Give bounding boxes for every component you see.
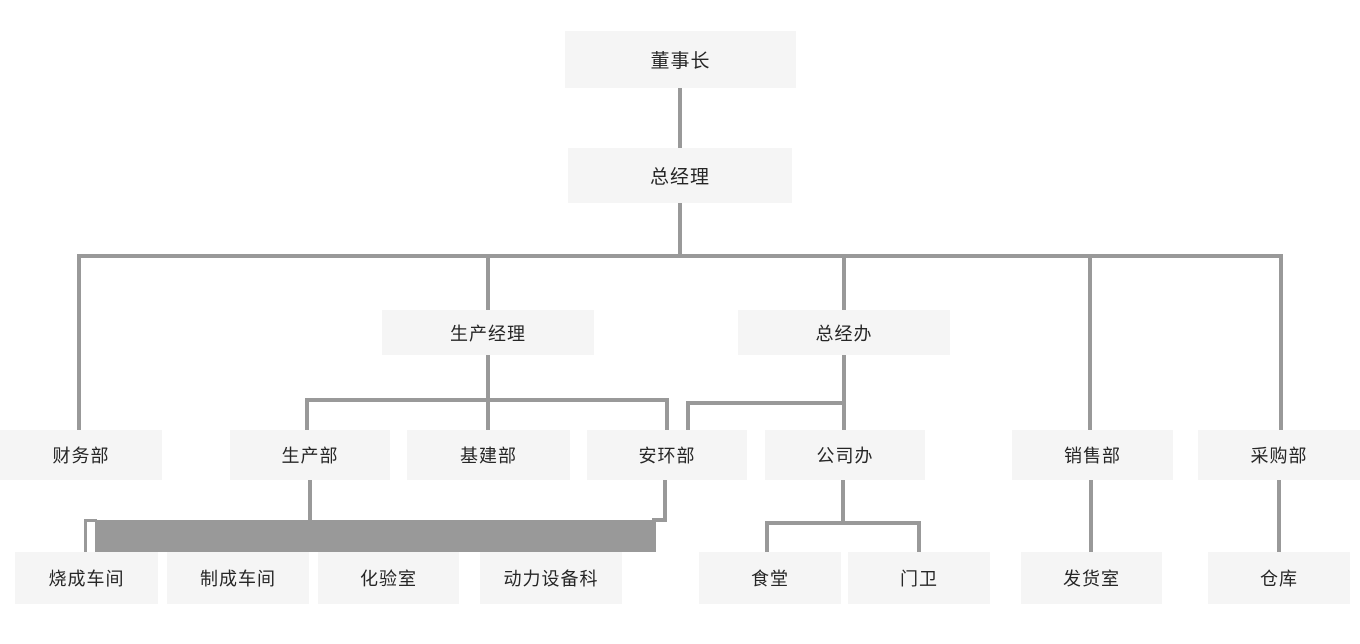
- org-node-chairman: 董事长: [565, 31, 796, 88]
- connector-sales-shipping: [1089, 480, 1093, 553]
- connector-trunk-finance: [77, 254, 81, 430]
- org-node-safety-env-dept: 安环部: [587, 430, 747, 480]
- org-node-gm-office: 总经办: [738, 310, 950, 355]
- org-node-laboratory: 化验室: [318, 552, 459, 604]
- connector-production-manager-rail: [305, 398, 669, 402]
- connector-production-dept-down: [308, 480, 312, 522]
- connector-rail-safety-env: [665, 398, 669, 430]
- connector-trunk-production-manager: [486, 254, 490, 310]
- org-node-sales-dept: 销售部: [1012, 430, 1173, 480]
- connector-gm-office-rail: [686, 401, 842, 405]
- org-node-shipping-room: 发货室: [1021, 552, 1162, 604]
- org-node-purchasing-dept: 采购部: [1198, 430, 1360, 480]
- org-node-company-office: 公司办: [765, 430, 925, 480]
- org-node-power-equipment-section: 动力设备科: [480, 552, 622, 604]
- connector-gm-office-company-office: [842, 355, 846, 430]
- org-node-infrastructure-dept: 基建部: [407, 430, 570, 480]
- connector-trunk-purchasing: [1279, 254, 1283, 430]
- connector-safety-env-elbow: [652, 518, 667, 522]
- connector-purchasing-warehouse: [1277, 480, 1281, 553]
- merged-connector-bar: [95, 520, 656, 552]
- org-node-finance-dept: 财务部: [0, 430, 162, 480]
- connector-rail-production-dept: [305, 398, 309, 430]
- connector-rail-gatekeeper: [917, 521, 921, 553]
- connector-gm-trunk: [678, 203, 682, 254]
- connector-safety-env-down: [663, 480, 667, 522]
- org-node-firing-workshop: 烧成车间: [15, 552, 158, 604]
- connector-trunk-gm-office: [842, 254, 846, 310]
- connector-gm-office-safety-env: [686, 401, 690, 430]
- connector-production-manager-branch: [486, 355, 490, 430]
- org-node-production-manager: 生产经理: [382, 310, 594, 355]
- connector-trunk-sales: [1088, 254, 1092, 430]
- connector-company-office-down: [841, 480, 845, 521]
- connector-bar-firing-workshop: [84, 519, 87, 553]
- connector-chairman-gm: [678, 88, 682, 148]
- connector-bar-left-elbow: [84, 519, 97, 522]
- org-node-production-dept: 生产部: [230, 430, 390, 480]
- org-node-general-manager: 总经理: [568, 148, 792, 203]
- org-node-finishing-workshop: 制成车间: [167, 552, 309, 604]
- connector-company-office-rail: [765, 521, 921, 525]
- connector-trunk: [77, 254, 1283, 258]
- org-node-gatekeeper: 门卫: [848, 552, 990, 604]
- org-node-canteen: 食堂: [699, 552, 841, 604]
- connector-rail-canteen: [765, 521, 769, 553]
- org-node-warehouse: 仓库: [1208, 552, 1350, 604]
